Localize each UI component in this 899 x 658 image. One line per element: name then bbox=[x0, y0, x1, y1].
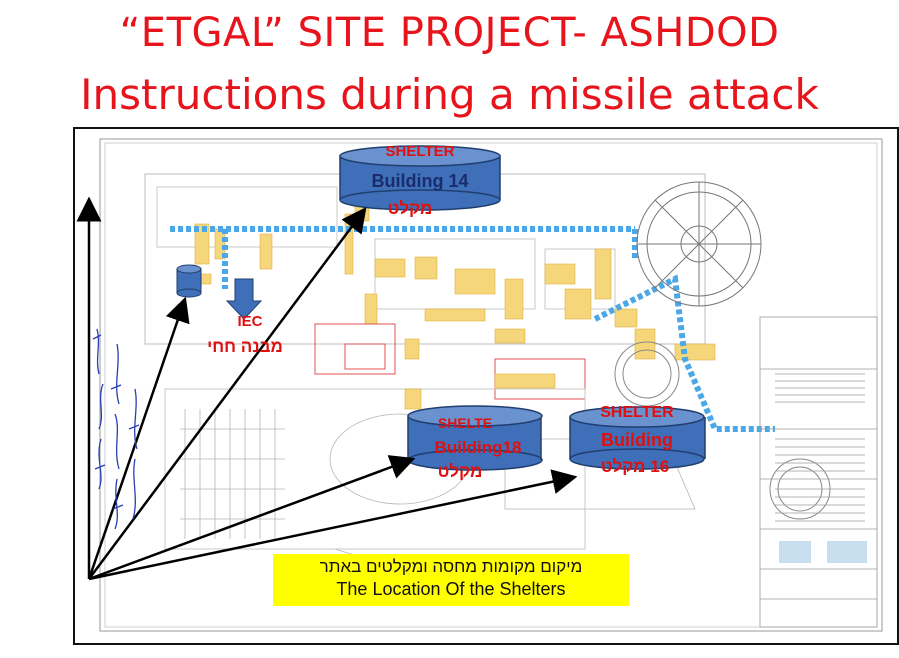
shelter-18-label: SHELTE bbox=[437, 415, 493, 431]
shelter-14-label: SHELTER bbox=[385, 143, 455, 160]
shelter-14-icon bbox=[339, 145, 501, 211]
arrow-to-shelter-18 bbox=[88, 455, 416, 581]
shelter-14-building: Building 14 bbox=[371, 171, 469, 191]
handwritten-note bbox=[92, 328, 140, 530]
arrow-to-iec bbox=[87, 296, 190, 580]
shelter-16-hebrew: 16 מקלט bbox=[600, 457, 670, 476]
iec-arrow-icon bbox=[225, 278, 263, 320]
lower-site-block bbox=[164, 388, 586, 550]
title-block bbox=[759, 316, 878, 628]
iec-tank-icon bbox=[176, 264, 202, 298]
route-arrows bbox=[76, 196, 578, 581]
drawing-frame bbox=[99, 138, 883, 632]
shelter-16-icon bbox=[569, 406, 706, 470]
arrow-to-shelter-16 bbox=[88, 469, 578, 581]
arrow-to-shelter-14 bbox=[87, 206, 367, 580]
shelter-16-building: Building bbox=[601, 430, 673, 450]
pipe-route bbox=[170, 226, 775, 432]
shelter-location-caption: מיקום מקומות מחסה ומקלטים באתר The Locat… bbox=[273, 554, 629, 606]
shelter-18-building: Building18 bbox=[434, 438, 522, 457]
circular-tank bbox=[636, 181, 762, 307]
page-subtitle: Instructions during a missile attack bbox=[80, 70, 819, 119]
caption-hebrew: מיקום מקומות מחסה ומקלטים באתר bbox=[319, 557, 583, 576]
shelter-14-hebrew: מקלט bbox=[387, 199, 433, 218]
equipment-yellow bbox=[184, 206, 716, 361]
site-plan-drawing bbox=[76, 138, 883, 632]
shelter-18-hebrew: מקלט bbox=[437, 462, 483, 481]
iec-label: IEC bbox=[237, 313, 263, 330]
page-title: “ETGAL” SITE PROJECT- ASHDOD bbox=[119, 10, 780, 56]
iec-hebrew-label: מבנה חחי bbox=[207, 337, 283, 356]
shelter-16-label: SHELTER bbox=[600, 404, 674, 421]
caption-english: The Location Of the Shelters bbox=[336, 579, 566, 599]
